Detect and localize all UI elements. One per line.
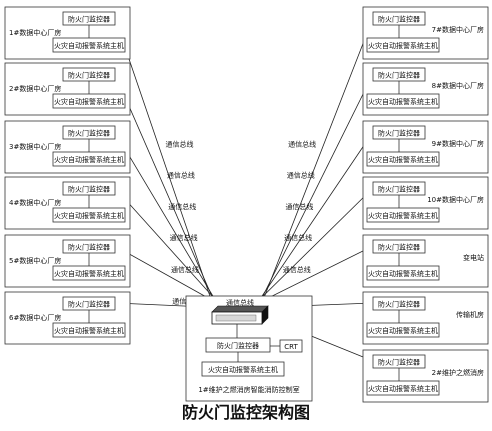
station-name: 2#数据中心厂房 <box>9 84 61 93</box>
bus-line <box>114 73 218 309</box>
controller-label: 防火门监控器 <box>378 243 420 252</box>
host-box <box>52 322 126 338</box>
bus-label: 通信总线 <box>166 140 194 149</box>
host-label: 火灾自动报警系统主机 <box>54 41 124 50</box>
control-room-label: 1#维护之燃消房智能消防控制室 <box>198 385 299 394</box>
host-box <box>52 207 126 223</box>
station-name: 变电站 <box>463 253 484 262</box>
host-label: 火灾自动报警系统主机 <box>368 155 438 164</box>
station-name: 4#数据中心厂房 <box>9 198 61 207</box>
controller-label: 防火门监控器 <box>378 185 420 194</box>
station-name: 2#维护之燃消房 <box>432 368 484 377</box>
host-label: 火灾自动报警系统主机 <box>368 97 438 106</box>
bus-line <box>114 131 221 309</box>
bus-line <box>259 17 374 309</box>
bus-label: 通信总线 <box>168 202 196 211</box>
station-name: 5#数据中心厂房 <box>9 256 61 265</box>
station-name: 8#数据中心厂房 <box>432 81 484 90</box>
host-label: 火灾自动报警系统主机 <box>54 211 124 220</box>
bus-lines: 通信总线通信总线通信总线通信总线通信总线通信总线通信总线通信总线通信总线通信总线… <box>114 17 374 362</box>
station-name: 6#数据中心厂房 <box>9 313 61 322</box>
controller-label: 防火门监控器 <box>68 129 110 138</box>
bus-line <box>114 17 215 309</box>
station-name: 9#数据中心厂房 <box>432 139 484 148</box>
host-box <box>366 322 440 338</box>
host-box <box>52 265 126 281</box>
host-label: 火灾自动报警系统主机 <box>54 97 124 106</box>
switch-label: 通信总线 <box>226 298 254 307</box>
bus-line <box>253 131 374 309</box>
controller-label: 防火门监控器 <box>68 15 110 24</box>
controller-label: 防火门监控器 <box>68 71 110 80</box>
controller-label: 防火门监控器 <box>68 243 110 252</box>
bus-line <box>256 73 374 309</box>
controller-label: 防火门监控器 <box>378 300 420 309</box>
bus-label: 通信总线 <box>287 170 315 179</box>
host-box <box>366 151 440 167</box>
host-box <box>366 207 440 223</box>
host-label: 火灾自动报警系统主机 <box>368 384 438 393</box>
bus-label: 通信总线 <box>170 233 198 242</box>
host-box <box>366 380 440 396</box>
bus-label: 通信总线 <box>171 265 199 274</box>
controller-label: 防火门监控器 <box>378 129 420 138</box>
host-box <box>52 37 126 53</box>
host-label: 火灾自动报警系统主机 <box>368 211 438 220</box>
controller-label: 防火门监控器 <box>378 71 420 80</box>
station-name: 1#数据中心厂房 <box>9 28 61 37</box>
host-label: 火灾自动报警系统主机 <box>368 269 438 278</box>
bus-line <box>114 187 224 309</box>
bus-label: 通信总线 <box>283 265 311 274</box>
center-host-box <box>201 361 285 377</box>
station-boxes: 防火门监控器火灾自动报警系统主机1#数据中心厂房防火门监控器火灾自动报警系统主机… <box>4 6 489 403</box>
center-controller-label: 防火门监控器 <box>217 341 259 350</box>
host-label: 火灾自动报警系统主机 <box>54 269 124 278</box>
controller-label: 防火门监控器 <box>68 300 110 309</box>
center-host-label: 火灾自动报警系统主机 <box>208 365 278 374</box>
crt-label: CRT <box>284 343 298 351</box>
diagram-title: 防火门监控架构图 <box>182 403 310 422</box>
station-name: 3#数据中心厂房 <box>9 142 61 151</box>
controller-label: 防火门监控器 <box>68 185 110 194</box>
switch-panel <box>215 314 257 322</box>
bus-label: 通信总线 <box>167 170 195 179</box>
station-name: 7#数据中心厂房 <box>432 25 484 34</box>
controller-label: 防火门监控器 <box>378 358 420 367</box>
host-box <box>366 265 440 281</box>
host-box <box>52 93 126 109</box>
host-label: 火灾自动报警系统主机 <box>54 326 124 335</box>
host-label: 火灾自动报警系统主机 <box>368 41 438 50</box>
bus-label: 通信总线 <box>284 233 312 242</box>
station-name: 10#数据中心厂房 <box>427 195 484 204</box>
host-box <box>52 151 126 167</box>
host-box <box>366 37 440 53</box>
station-name: 传输机房 <box>456 310 484 319</box>
bus-label: 通信总线 <box>288 140 316 149</box>
host-label: 火灾自动报警系统主机 <box>54 155 124 164</box>
bus-label: 通信总线 <box>285 202 313 211</box>
controller-label: 防火门监控器 <box>378 15 420 24</box>
host-box <box>366 93 440 109</box>
bus-line <box>250 187 374 309</box>
host-label: 火灾自动报警系统主机 <box>368 326 438 335</box>
